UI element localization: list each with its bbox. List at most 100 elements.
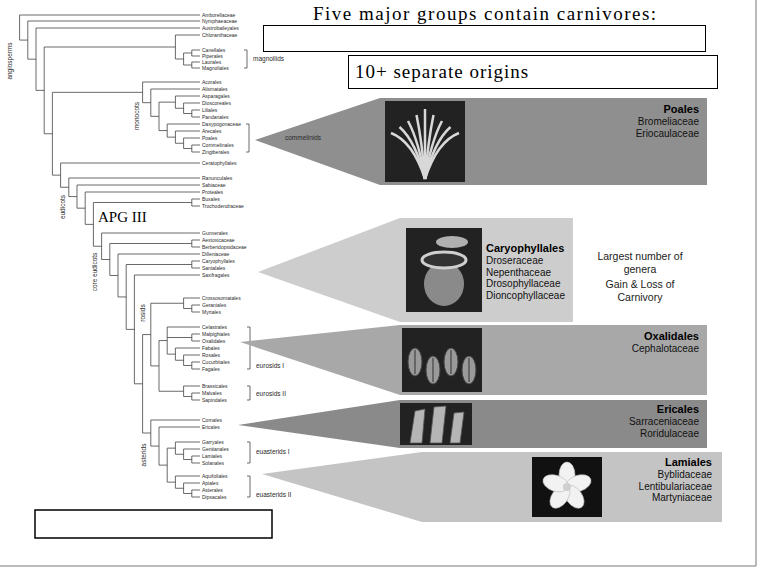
label-anchor: Poales bbox=[202, 135, 217, 141]
label-anchor: Solanales bbox=[202, 460, 224, 466]
tree-branch bbox=[167, 337, 192, 338]
taxon-label: Geraniales bbox=[202, 302, 226, 308]
system-label: APG III bbox=[98, 210, 147, 225]
callout-arrow: LamialesByblidaceae Lentibulariaceae Mar… bbox=[262, 452, 722, 522]
arrow-fill bbox=[238, 400, 707, 448]
tree-branch bbox=[175, 131, 176, 143]
tree-branch bbox=[69, 196, 77, 197]
label-anchor: Largest number of genera bbox=[590, 250, 690, 276]
family-list: Bromeliaceae Eriocaulaceae bbox=[636, 116, 699, 139]
label-anchor: commelinids bbox=[285, 134, 321, 142]
taxon-label: Garryales bbox=[202, 439, 224, 445]
cephalotus-pitcher bbox=[462, 356, 476, 384]
tree-branch bbox=[52, 175, 60, 176]
clade-bracket bbox=[247, 386, 250, 400]
taxon-label: Dilleniaceae bbox=[202, 251, 229, 257]
tree-branch bbox=[192, 206, 200, 207]
tree-branch bbox=[159, 130, 167, 131]
tree-branch bbox=[19, 15, 20, 40]
label-anchor: Acorales bbox=[202, 79, 221, 85]
pitcher-rim bbox=[422, 252, 466, 268]
tree-branch bbox=[184, 493, 192, 494]
taxon-label: Liliales bbox=[202, 107, 217, 113]
tree-branch bbox=[184, 449, 200, 450]
pitcher-rib bbox=[468, 358, 469, 382]
tree-branch bbox=[101, 233, 102, 259]
clade-label: eudicots bbox=[59, 195, 67, 219]
tree-branch bbox=[102, 233, 200, 234]
clade-label: angiosperms bbox=[6, 42, 14, 79]
tree-branch bbox=[143, 102, 151, 103]
tree-branch bbox=[61, 163, 200, 164]
taxon-label: Amborellaceae bbox=[202, 12, 235, 18]
taxon-label: Cucurbitales bbox=[202, 359, 230, 365]
label-anchor: Dioscoreales bbox=[202, 100, 231, 106]
tree-branch bbox=[102, 259, 110, 260]
tree-branch bbox=[191, 240, 192, 247]
taxon-label: Dasypogonaceae bbox=[202, 121, 241, 127]
taxon-label: Ranunculales bbox=[202, 175, 232, 181]
label-anchor: eurosids I bbox=[256, 362, 284, 370]
text-box: 10+ separate origins bbox=[348, 55, 718, 89]
clade-bracket bbox=[246, 124, 249, 152]
plant-photo bbox=[532, 457, 602, 517]
taxon-label: Caryophyllales bbox=[202, 258, 235, 264]
label-anchor: Myrtales bbox=[202, 309, 221, 315]
label-anchor: Sabiaceae bbox=[202, 182, 226, 188]
tree-branch bbox=[85, 192, 86, 224]
label-anchor: Rosales bbox=[202, 352, 220, 358]
label-anchor: Arecales bbox=[202, 128, 221, 134]
label-anchor: Berberidopsidaceae bbox=[202, 244, 246, 250]
label-anchor: Dilleniaceae bbox=[202, 251, 229, 257]
pitcher-rib bbox=[432, 358, 433, 382]
taxon-label: Aextoxicaceae bbox=[202, 237, 235, 243]
tree-branch bbox=[192, 117, 200, 118]
tree-branch bbox=[184, 365, 192, 366]
plant-photo bbox=[385, 101, 465, 182]
tree-branch bbox=[192, 393, 200, 394]
tree-branch bbox=[151, 420, 200, 421]
label-anchor: Alismatales bbox=[202, 86, 228, 92]
clade-label: magnoliids bbox=[253, 55, 284, 63]
photo-ground bbox=[385, 101, 465, 182]
tree-branch bbox=[175, 442, 176, 454]
empty-box bbox=[35, 510, 272, 538]
taxon-label: Ceratophyllales bbox=[202, 160, 236, 166]
taxon-label: Sabiaceae bbox=[202, 182, 226, 188]
heading: Five major groups contain carnivores: bbox=[313, 3, 754, 24]
tree-branch bbox=[192, 110, 200, 111]
tree-branch bbox=[184, 65, 192, 66]
tree-branch bbox=[184, 396, 192, 397]
tree-branch bbox=[118, 296, 126, 297]
tree-branch bbox=[191, 305, 192, 312]
callout-text: EricalesSarraceniaceae Roridulaceae bbox=[629, 403, 699, 439]
tree-branch bbox=[183, 298, 184, 309]
tree-branch bbox=[175, 360, 183, 361]
tree-branch bbox=[175, 476, 176, 488]
tree-branch bbox=[175, 59, 183, 60]
label-anchor: Gain & Loss of Carnivory bbox=[590, 278, 690, 304]
arrow-fill bbox=[262, 452, 722, 522]
tree-branch bbox=[126, 265, 127, 330]
tree-branch bbox=[184, 138, 200, 139]
tree-branch bbox=[192, 456, 200, 457]
label-anchor: Gentianales bbox=[202, 446, 229, 452]
tree-branch bbox=[191, 261, 192, 268]
label-anchor: Ranunculales bbox=[202, 175, 232, 181]
clade-label: eurosids I bbox=[256, 362, 284, 370]
clade-label: monocots bbox=[133, 102, 141, 130]
label-anchor: Canellales bbox=[202, 47, 225, 53]
order-name: Lamiales bbox=[639, 456, 712, 469]
tree-branch bbox=[93, 203, 94, 247]
family-list: Sarraceniaceae Roridulaceae bbox=[629, 416, 699, 439]
taxon-label: Ericales bbox=[202, 424, 220, 430]
photo-ground bbox=[402, 328, 482, 392]
callout-text: OxalidalesCephalotaceae bbox=[632, 330, 699, 355]
label-anchor: Apiales bbox=[202, 480, 218, 486]
taxon-label: Buxales bbox=[202, 196, 220, 202]
taxon-label: Dioscoreales bbox=[202, 100, 231, 106]
taxon-label: Arecales bbox=[202, 128, 221, 134]
frame-line bbox=[0, 566, 756, 567]
tree-branch bbox=[167, 354, 175, 355]
taxon-label: Fabales bbox=[202, 345, 220, 351]
